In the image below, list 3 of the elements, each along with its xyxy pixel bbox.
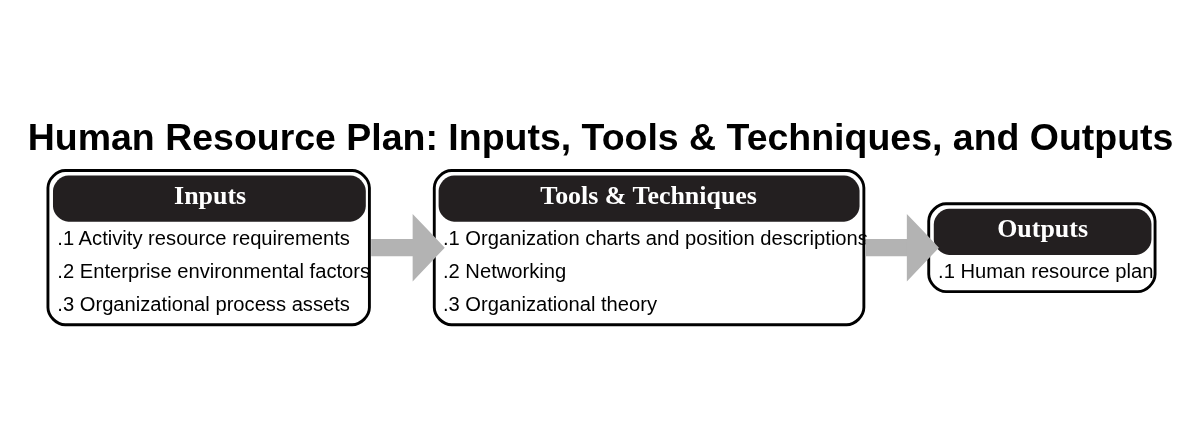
arrow bbox=[371, 213, 445, 281]
arrow bbox=[865, 213, 939, 281]
diagram-title: Human Resource Plan: Inputs, Tools & Techniques, and Outputs bbox=[27, 115, 1174, 158]
